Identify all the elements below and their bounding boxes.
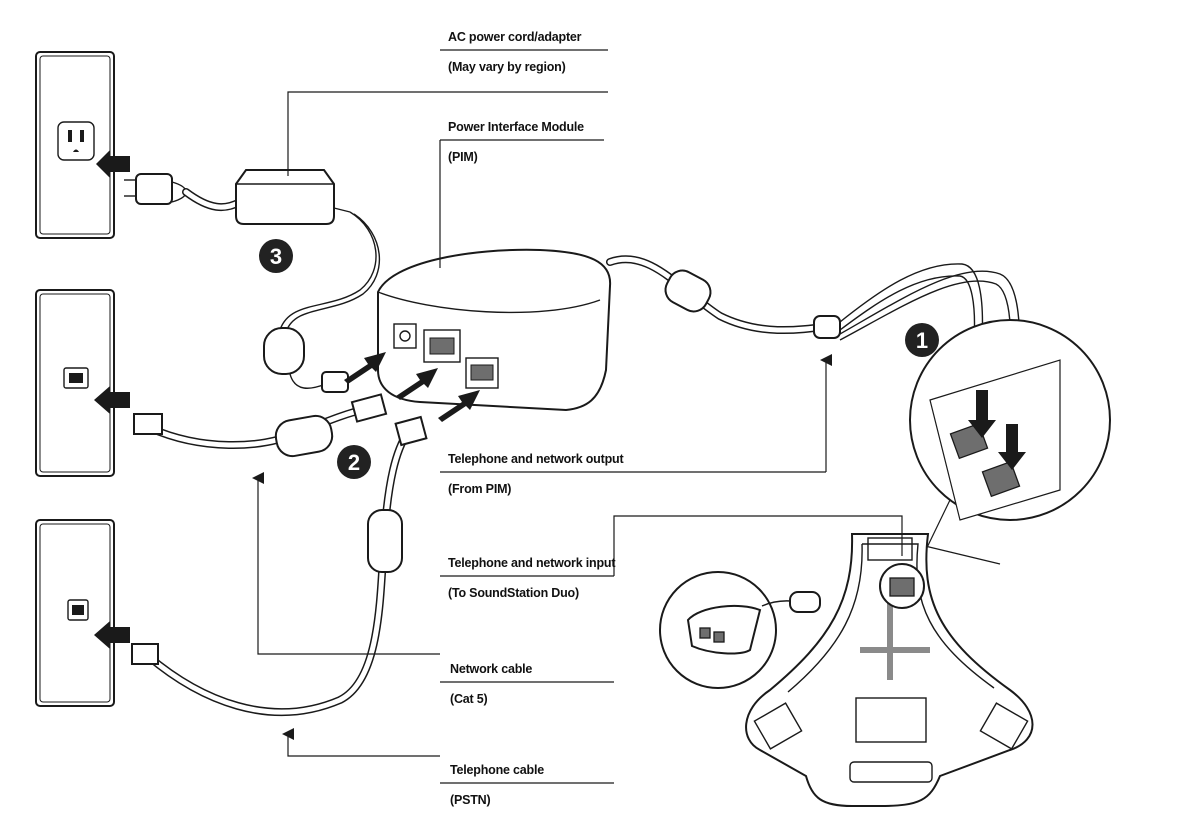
callout-input: [440, 515, 903, 577]
network-port: [423, 329, 461, 363]
step-badge-1: 1: [905, 323, 939, 357]
svg-text:2: 2: [348, 450, 360, 475]
ferrite-bead-network: [274, 414, 334, 458]
label-ac-power-sub: (May vary by region): [448, 60, 566, 74]
label-telephone-sub: (PSTN): [450, 793, 491, 807]
power-outlet-icon: [57, 121, 95, 161]
power-barrel-plug: [321, 371, 349, 393]
svg-text:3: 3: [270, 244, 282, 269]
zoom-detail-ports: [909, 319, 1111, 521]
arrow-right-icon: [96, 150, 130, 178]
ferrite-bead-power: [263, 327, 305, 375]
arrow-right-icon: [344, 352, 386, 384]
callout-pim: [439, 139, 604, 268]
cable-splitter: [813, 315, 841, 339]
ferrite-bead-output: [664, 269, 712, 313]
arrow-right-icon: [94, 621, 130, 649]
arrow-right-icon: [94, 386, 130, 414]
power-plug: [124, 173, 187, 205]
callout-network: [252, 472, 614, 683]
step-badge-3: 3: [259, 239, 293, 273]
ethernet-jack-icon: [63, 367, 89, 389]
callout-output: [440, 354, 832, 473]
ac-adapter: [235, 169, 351, 225]
ferrite-bead-phone: [367, 509, 403, 573]
arrow-right-icon: [396, 368, 438, 400]
label-pim-sub: (PIM): [448, 150, 478, 164]
rj11-connector-pim: [394, 415, 428, 447]
label-input-sub: (To SoundStation Duo): [448, 586, 579, 600]
callout-telephone: [282, 728, 614, 784]
svg-text:1: 1: [916, 328, 928, 353]
soundstation-duo-phone: [745, 533, 1034, 807]
wall-plate-power: [35, 51, 115, 239]
label-network-title: Network cable: [450, 662, 532, 676]
callout-ac-power: [287, 49, 608, 176]
zoom-detail-pim: [659, 571, 821, 689]
step-badge-2: 2: [337, 445, 371, 479]
wall-plate-phone: [35, 519, 115, 707]
label-input-title: Telephone and network input: [448, 556, 616, 570]
phone-jack-icon: [67, 599, 89, 621]
wall-plate-network: [35, 289, 115, 477]
label-network-sub: (Cat 5): [450, 692, 488, 706]
arrow-right-icon: [438, 390, 480, 422]
rj45-connector-wall: [133, 413, 163, 435]
power-port: [393, 323, 417, 349]
phone-port: [465, 357, 499, 389]
label-pim-title: Power Interface Module: [448, 120, 584, 134]
rj45-connector-pim: [350, 393, 388, 423]
label-output-title: Telephone and network output: [448, 452, 624, 466]
label-telephone-title: Telephone cable: [450, 763, 544, 777]
label-output-sub: (From PIM): [448, 482, 511, 496]
rj11-connector-wall: [131, 643, 159, 665]
label-ac-power-title: AC power cord/adapter: [448, 30, 582, 44]
